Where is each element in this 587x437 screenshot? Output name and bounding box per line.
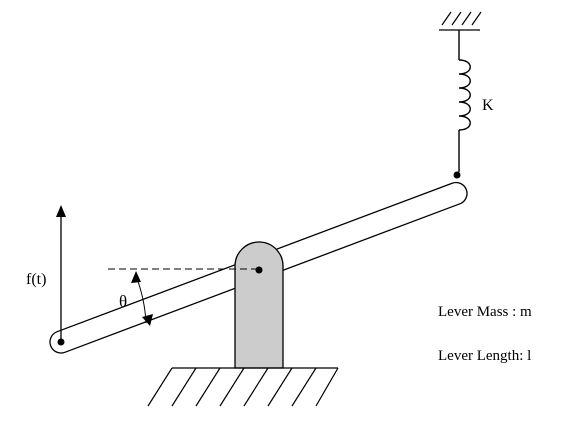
spring-label: K [482,97,494,114]
force-label: f(t) [26,271,46,288]
pivot-support [234,241,284,369]
pivot-pin [255,266,263,274]
length-label: Lever Length: l [438,348,531,364]
angle-label: θ [119,292,127,311]
spring [458,30,471,172]
ceiling-hatch [439,11,482,31]
angle-arc [131,271,153,326]
lever-right-pin [453,171,461,179]
mass-label: Lever Mass : m [438,304,532,320]
ground-hatch [147,367,339,407]
force-arrow [56,205,66,342]
